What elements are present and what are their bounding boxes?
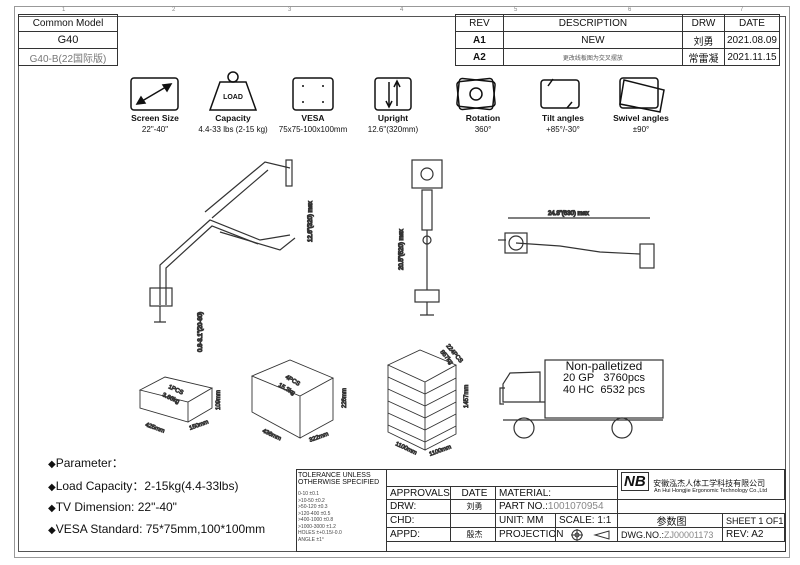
drawing-number: DWG.NO.:ZJ00001173 [617,527,723,542]
revision: REV: A2 [722,527,785,542]
date-label: DATE [450,486,496,500]
sheet-outer-border [14,6,790,558]
svg-text:109mm: 109mm [216,390,222,410]
grid-number: 6 [628,7,632,13]
part-number: PART NO.:1001070954 [495,499,618,514]
drw-name: 刘勇 [450,499,496,514]
shipping-row: 40 HC 6532 pcs [563,384,645,396]
company-name-cn: 安徽泓杰人体工学科技有限公司 [653,479,766,488]
swivel-icon [619,77,665,113]
projection-label: PROJECTION [495,527,563,542]
top-view-drawing: 24.8"(630) max [498,210,655,269]
svg-text:322mm: 322mm [309,431,330,443]
material-label: MATERIAL: [495,486,618,500]
truck-drawing [499,359,664,439]
svg-text:1457mm: 1457mm [464,385,470,408]
description: 更改线板图为交叉摆放 [502,48,684,66]
drawing-title: 参数图 [617,513,723,528]
appd-name: 殷杰 [450,527,496,542]
grid-number: 4 [400,7,404,13]
parameter-load-capacity: Load Capacity：2-15kg(4.4-33lbs) [48,477,239,494]
svg-text:425mm: 425mm [144,422,165,434]
side-view-drawing: 12.6"(320) max 0.8-3.1"(20-80) [149,159,315,353]
model-table: Common Model G40 G40-B(22国际版) [18,14,118,66]
parameter-heading: Parameter： [48,454,124,471]
four-box-drawing: 4PCS 15.3kg 436mm 322mm 226mm [250,359,348,444]
grid-number: 2 [172,7,176,13]
technical-drawings: 12.6"(320) max 0.8-3.1"(20-80) 20.5"(520… [138,159,664,458]
shipping-title: Non-palletized [565,359,643,373]
tolerance-block: TOLERANCE UNLESS OTHERWISE SPECIFIED 0-1… [298,472,380,543]
title-block [296,469,786,552]
screen-size-icon [130,77,179,111]
feature-tilt: Tilt angles+85°/-30° [542,113,584,134]
svg-text:24.8"(630) max: 24.8"(630) max [548,211,589,217]
grid-number: 7 [740,7,744,13]
svg-text:12.6"(320) max: 12.6"(320) max [308,201,314,242]
svg-text:150mm: 150mm [189,419,210,431]
drw-label: DRW: [386,499,451,514]
company-name-en: An Hui Hongjie Ergonomic Technology Co.,… [654,488,768,494]
approvals-label: APPROVALS [386,486,451,500]
date: 2021.11.15 [723,48,781,66]
projection-symbol-icon [555,527,618,542]
shipping-row: 20 GP 3760pcs [563,372,645,384]
shipping-info: Non-palletized 20 GP 3760pcs 40 HC 6532 … [547,360,661,396]
grid-number: 3 [288,7,292,13]
revision-table: REV DESCRIPTION DRW DATE A1 NEW 刘勇 2021.… [455,14,781,66]
unit: UNIT: MM [495,513,556,528]
upright-icon [374,77,412,111]
feature-icons: LOAD [130,71,665,113]
vesa-icon [292,77,334,111]
svg-text:20.5"(520) max: 20.5"(520) max [399,229,405,270]
grid-number: 5 [514,7,518,13]
feature-swivel: Swivel angles±90° [613,113,669,134]
scale: SCALE: 1:1 [555,513,618,528]
svg-text:436mm: 436mm [261,428,282,442]
date: 2021.08.09 [723,31,781,49]
svg-text:LOAD: LOAD [223,94,243,101]
parameter-vesa: VESA Standard: 75*75mm,100*100mm [48,522,265,536]
model-variant: G40-B(22国际版) [18,48,118,66]
grid-number: 1 [62,7,66,13]
svg-text:226mm: 226mm [342,388,348,408]
svg-text:0.8-3.1"(20-80): 0.8-3.1"(20-80) [198,312,204,352]
drawer: 常雷凝 [682,48,725,66]
appd-label: APPD: [386,527,451,542]
svg-text:1100mm: 1100mm [394,441,417,456]
chd-label: CHD: [386,513,451,528]
sheet-number: SHEET 1 OF1 [722,513,785,528]
single-box-drawing: 1PCS 3.66kg 425mm 150mm 109mm [138,376,222,435]
front-view-drawing: 20.5"(520) max [398,159,443,316]
rotation-icon [456,77,496,111]
pallet-drawing: 224PCS 857kg 1100mm 1100mm 1457mm [386,343,470,458]
company-block: NB 安徽泓杰人体工学科技有限公司 An Hui Hongjie Ergonom… [617,469,785,500]
company-logo: NB [621,472,649,491]
parameter-tv-dimension: TV Dimension: 22"-40" [48,500,177,514]
load-weight-icon: LOAD [208,71,258,111]
revision-row: A2 更改线板图为交叉摆放 常雷凝 2021.11.15 [455,48,781,66]
tilt-icon [540,78,580,109]
